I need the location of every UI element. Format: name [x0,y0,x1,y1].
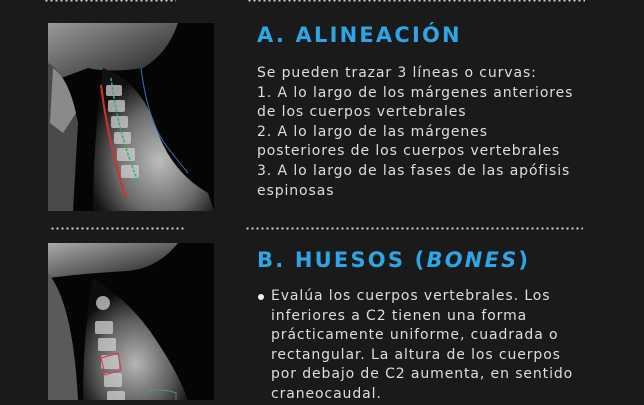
divider-top-right [247,0,585,2]
spinous-line-icon [140,67,189,174]
cervical-spine-xray-icon [48,23,214,211]
bullet-line: por debajo de C2 aumenta, en sentido [271,366,574,383]
section-b-title-prefix: B. HUESOS ( [257,248,427,272]
section-a-line: 3. A lo largo de las fases de las apófis… [257,162,571,179]
bullet-line: craneocaudal. [271,385,382,402]
section-a-line: Se pueden trazar 3 líneas o curvas: [257,65,537,81]
bullet-item: Evalúa los cuerpos vertebrales. Los infe… [257,287,607,405]
divider-middle-left [50,227,184,230]
section-b-title: B. HUESOS (BONES) [257,248,530,272]
section-a-title: A. ALINEACIÓN [257,23,462,47]
section-a-line: espinosas [257,182,335,199]
section-b-title-italic: BONES [426,248,519,272]
section-b-bullets: Evalúa los cuerpos vertebrales. Los infe… [257,287,607,405]
section-a-line: 1. A lo largo de los márgenes anteriores [257,84,574,101]
bullet-icon [258,294,264,300]
section-b-title-suffix: ) [518,248,531,272]
xray-image-alignment [48,23,214,211]
bullet-line: inferiores a C2 tienen una forma [271,307,528,324]
section-a-body: Se pueden trazar 3 líneas o curvas: 1. A… [257,64,602,201]
anterior-line-icon [100,84,127,199]
xray-image-bones [48,243,214,400]
vertebra-outline-icon [100,352,122,376]
divider-middle-right [245,227,583,230]
bullet-line: rectangular. La altura de los cuerpos [271,346,561,363]
section-a-line: de los cuerpos vertebrales [257,104,467,121]
posterior-line-icon [110,77,139,182]
bullet-line: Evalúa los cuerpos vertebrales. Los [271,288,551,304]
c2-outline-icon [145,389,177,400]
section-a-line: posteriores de los cuerpos vertebrales [257,143,561,160]
bullet-line: prácticamente uniforme, cuadrada o [271,327,559,344]
divider-top-left [44,0,176,2]
cervical-spine-xray-icon [48,243,214,400]
section-a-line: 2. A lo largo de las márgenes [257,123,488,140]
